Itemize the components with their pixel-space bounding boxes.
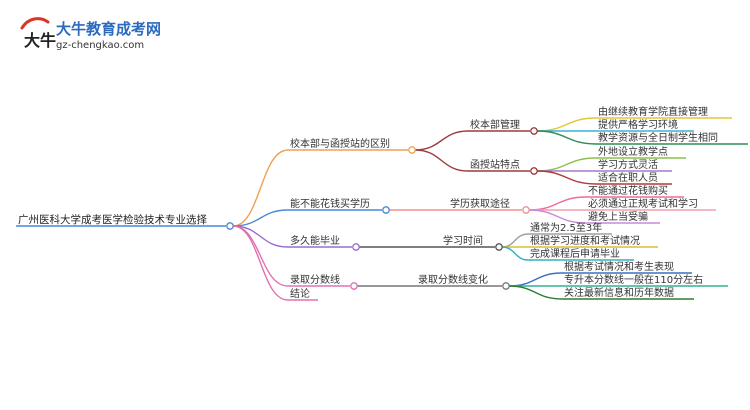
branch-4-child-1-leaf-1-label-node: 根据考试情况和考生表现 bbox=[562, 260, 692, 274]
branch-3-label-node: 多久能毕业 bbox=[288, 234, 352, 248]
branch-5-label: 结论 bbox=[290, 287, 310, 300]
branch-5-link bbox=[232, 225, 289, 301]
branch-2-child-1-leaf-1-label-node: 不能通过花钱购买 bbox=[586, 184, 684, 198]
branch-3-child-1-leaf-2-label-node: 根据学习进度和考试情况 bbox=[528, 234, 658, 248]
branch-1-child-2-leaf-2-label: 学习方式灵活 bbox=[598, 158, 658, 171]
branch-2-child-1-label: 学历获取途径 bbox=[450, 197, 510, 210]
branch-1-label-node: 校本部与函授站的区别 bbox=[288, 137, 408, 151]
brand-logo: 大牛 bbox=[20, 17, 56, 50]
branch-1-child-1-label-node: 校本部管理 bbox=[468, 118, 530, 132]
branch-4-connector-dot bbox=[350, 282, 358, 290]
branch-2-label-node: 能不能花钱买学历 bbox=[288, 197, 382, 211]
branch-3-child-1-leaf-1-label: 通常为2.5至3年 bbox=[530, 221, 602, 234]
branch-1-child-2-leaf-3-label-node: 适合在职人员 bbox=[596, 171, 672, 185]
branch-1-link bbox=[232, 149, 289, 227]
branch-3-label: 多久能毕业 bbox=[290, 234, 340, 247]
branch-4-label-node: 录取分数线 bbox=[288, 273, 350, 287]
branch-4-child-1-label: 录取分数线变化 bbox=[418, 273, 488, 286]
root-topic: 广州医科大学成考医学检验技术专业选择 bbox=[18, 213, 207, 226]
branch-1-child-1-leaf-2-label: 提供严格学习环境 bbox=[598, 118, 678, 131]
branch-2-child-1-leaf-1-label: 不能通过花钱购买 bbox=[588, 184, 668, 197]
branch-1-child-2-link bbox=[414, 149, 469, 172]
branch-2-child-1-leaf-1-link bbox=[528, 196, 587, 211]
branch-4-child-1-leaf-2-label: 专升本分数线一般在110分左右 bbox=[564, 273, 703, 286]
branch-1-label: 校本部与函授站的区别 bbox=[290, 137, 390, 150]
branch-4-child-1-leaf-2-label-node: 专升本分数线一般在110分左右 bbox=[562, 273, 728, 287]
branch-1-child-1-link bbox=[414, 130, 469, 151]
branch-1-child-2-leaf-1-label-node: 外地设立教学点 bbox=[596, 145, 686, 159]
branch-1-child-1-leaf-1-link bbox=[536, 117, 597, 132]
branch-2-label: 能不能花钱买学历 bbox=[290, 197, 370, 210]
mindmap-nodes: 广州医科大学成考医学检验技术专业选择 校本部与函授站的区别 校本部管理 由继续教育学院… bbox=[16, 105, 748, 301]
branch-2-child-1-leaf-2-label-node: 必须通过正规考试和学习 bbox=[586, 197, 716, 211]
branch-1-child-2-leaf-1-link bbox=[536, 157, 597, 172]
branch-3-child-1-label-node: 学习时间 bbox=[441, 234, 495, 248]
branch-2-child-1-leaf-3-link bbox=[528, 209, 587, 224]
branch-1-child-1-leaf-3-label-node: 教学资源与全日制学生相同 bbox=[596, 131, 748, 145]
branch-3-connector-dot bbox=[352, 243, 360, 251]
branch-3-child-1-leaf-1-label-node: 通常为2.5至3年 bbox=[528, 221, 612, 235]
branch-3-child-1-label: 学习时间 bbox=[443, 234, 483, 247]
branch-1-connector-dot bbox=[408, 146, 416, 154]
branch-4-child-1-label-node: 录取分数线变化 bbox=[416, 273, 502, 287]
branch-1-child-2-leaf-1-label: 外地设立教学点 bbox=[598, 145, 668, 158]
branch-3-child-1-leaf-3-label: 完成课程后申请毕业 bbox=[530, 247, 620, 260]
branch-3-child-1-leaf-3-link bbox=[501, 246, 529, 261]
branch-3-child-1-leaf-2-label: 根据学习进度和考试情况 bbox=[530, 234, 640, 247]
branch-2-child-1-leaf-2-label: 必须通过正规考试和学习 bbox=[588, 197, 698, 210]
branch-1-child-2-label: 函授站特点 bbox=[470, 158, 520, 171]
branch-1-child-2-label-node: 函授站特点 bbox=[468, 158, 530, 172]
branch-2-connector-dot bbox=[382, 206, 390, 214]
branch-4-child-1-leaf-3-label: 关注最新信息和历年数据 bbox=[564, 286, 674, 299]
branch-1-child-1-leaf-2-label-node: 提供严格学习环境 bbox=[596, 118, 694, 132]
branch-1-child-1-leaf-1-label: 由继续教育学院直接管理 bbox=[598, 105, 708, 118]
branch-4-child-1-leaf-1-label: 根据考试情况和考生表现 bbox=[564, 260, 674, 273]
logo-swoosh-icon bbox=[20, 17, 50, 30]
branch-1-child-1-leaf-1-label-node: 由继续教育学院直接管理 bbox=[596, 105, 732, 119]
branch-4-child-1-leaf-1-link bbox=[508, 272, 563, 287]
branch-1-child-1-label: 校本部管理 bbox=[470, 118, 520, 131]
branch-4-child-1-connector-dot bbox=[502, 282, 510, 290]
branch-2-child-1-label-node: 学历获取途径 bbox=[448, 197, 522, 211]
branch-2-child-1-connector-dot bbox=[522, 206, 530, 214]
branch-2-child-1-leaf-3-label: 避免上当受骗 bbox=[588, 210, 648, 223]
branch-1-child-1-connector-dot bbox=[530, 127, 538, 135]
branch-3-link bbox=[232, 225, 289, 248]
branch-3-child-1-leaf-1-link bbox=[501, 233, 529, 248]
root-connector-dot bbox=[226, 222, 234, 230]
branch-5-label-node: 结论 bbox=[288, 287, 318, 301]
branch-1-child-2-leaf-3-label: 适合在职人员 bbox=[598, 171, 658, 184]
branch-1-child-1-leaf-3-link bbox=[536, 130, 597, 145]
branch-4-label: 录取分数线 bbox=[290, 273, 340, 286]
branch-3-child-1-leaf-3-label-node: 完成课程后申请毕业 bbox=[528, 247, 634, 261]
branch-1-child-2-connector-dot bbox=[530, 167, 538, 175]
mindmap-links bbox=[232, 117, 597, 301]
logo-glyph: 大牛 bbox=[24, 31, 56, 50]
brand-url: gz-chengkao.com bbox=[56, 40, 144, 51]
root-topic-node: 广州医科大学成考医学检验技术专业选择 bbox=[16, 213, 226, 227]
branch-1-child-2-leaf-2-label-node: 学习方式灵活 bbox=[596, 158, 672, 172]
branch-4-child-1-leaf-3-label-node: 关注最新信息和历年数据 bbox=[562, 286, 694, 300]
branch-2-child-1-leaf-3-label-node: 避免上当受骗 bbox=[586, 210, 660, 224]
branch-4-child-1-leaf-3-link bbox=[508, 285, 563, 300]
branch-4-link bbox=[232, 225, 289, 287]
brand-name: 大牛教育成考网 bbox=[56, 20, 161, 38]
branch-3-child-1-connector-dot bbox=[495, 243, 503, 251]
branch-2-link bbox=[232, 209, 289, 227]
branch-1-child-2-leaf-3-link bbox=[536, 170, 597, 185]
branch-1-child-1-leaf-3-label: 教学资源与全日制学生相同 bbox=[598, 131, 718, 144]
